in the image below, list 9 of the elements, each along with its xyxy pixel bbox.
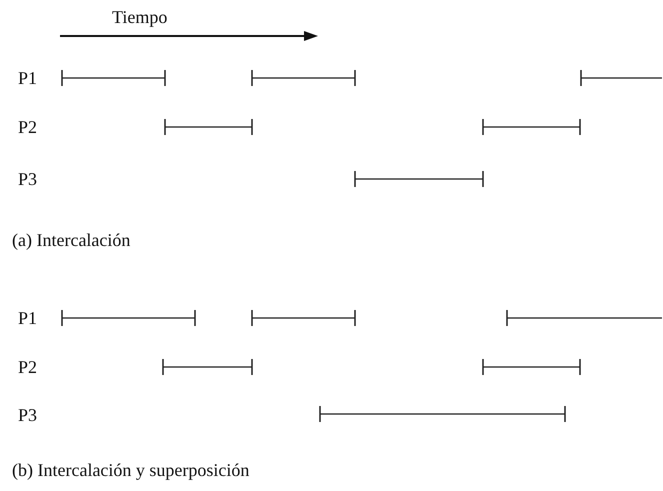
panel-caption: (a) Intercalación bbox=[12, 231, 130, 249]
process-label: P3 bbox=[18, 406, 38, 424]
panel-caption: (b) Intercalación y superposición bbox=[12, 461, 250, 479]
process-label: P3 bbox=[18, 170, 38, 188]
process-label: P2 bbox=[18, 358, 38, 376]
process-label: P1 bbox=[18, 309, 38, 327]
process-label: P2 bbox=[18, 118, 38, 136]
axis-label: Tiempo bbox=[112, 8, 168, 26]
process-label: P1 bbox=[18, 69, 38, 87]
